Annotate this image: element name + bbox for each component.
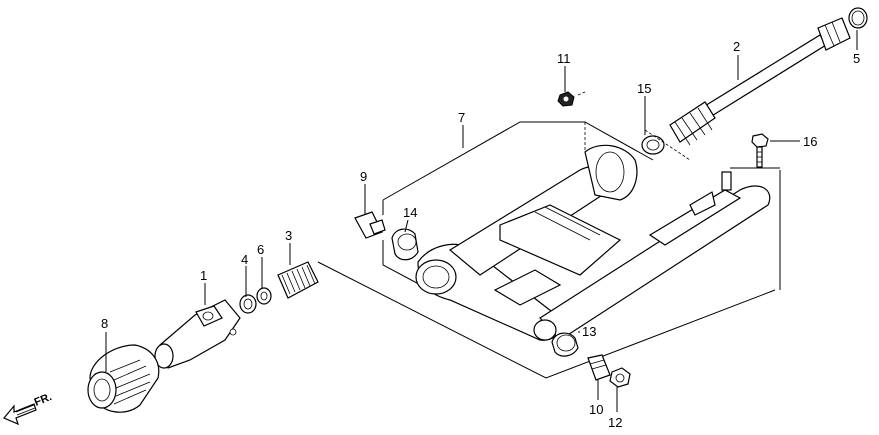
snap-ring [848, 7, 868, 29]
callout-3: 3 [285, 228, 292, 243]
front-direction-indicator: FR. [3, 391, 54, 426]
callout-6: 6 [257, 242, 264, 257]
callout-5: 5 [853, 51, 860, 66]
leader-lines [105, 30, 858, 412]
callout-8: 8 [101, 316, 108, 331]
callouts: 1 2 3 4 5 6 7 8 9 10 11 12 13 14 15 16 [101, 39, 860, 430]
drive-flange [87, 344, 160, 413]
lock-nut [609, 367, 631, 388]
callout-14: 14 [403, 205, 417, 220]
callout-16: 16 [803, 134, 817, 149]
pivot-bearing [391, 228, 419, 261]
callout-1: 1 [200, 268, 207, 283]
drive-shaft [669, 17, 851, 146]
bolt [751, 133, 769, 168]
callout-9: 9 [360, 169, 367, 184]
front-arrow-icon [3, 403, 37, 426]
universal-joint [154, 299, 241, 369]
washer [256, 287, 272, 305]
swingarm-group-outline [317, 121, 781, 379]
swingarm [415, 144, 771, 341]
pivot-bolt-right [587, 354, 611, 381]
callout-2: 2 [733, 39, 740, 54]
callout-7: 7 [458, 110, 465, 125]
nut [557, 91, 575, 107]
spring [277, 261, 319, 299]
callout-11: 11 [557, 51, 571, 66]
callout-13: 13 [582, 324, 596, 339]
ring [239, 294, 257, 314]
callout-4: 4 [241, 252, 248, 267]
callout-15: 15 [637, 81, 651, 96]
callout-12: 12 [608, 415, 622, 430]
oil-seal [641, 135, 665, 155]
pivot-bearing-right [551, 332, 579, 357]
front-label: FR. [33, 391, 54, 409]
pivot-bolt-left [354, 211, 386, 239]
callout-10: 10 [589, 402, 603, 417]
